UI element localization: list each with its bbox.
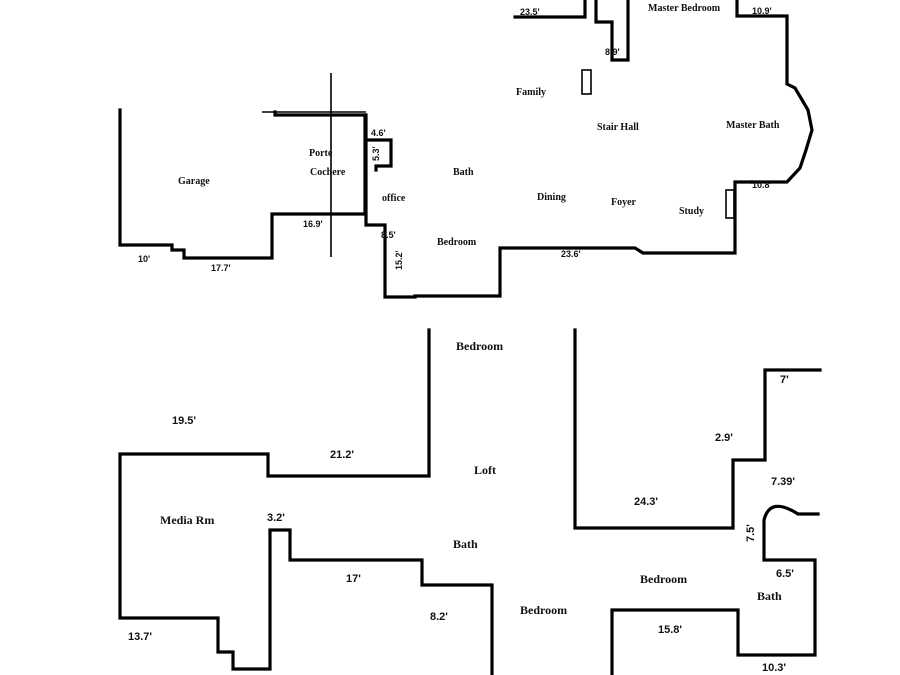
dim-label: 21.2': [330, 449, 354, 461]
master-bedroom-wall: [735, 0, 814, 184]
dim-label: 15.8': [658, 624, 682, 636]
dim-label: 4.6': [371, 128, 386, 138]
dim-label: 23.6': [561, 249, 581, 259]
dim-label: 2.9': [715, 432, 733, 444]
dim-label: 7.5': [745, 524, 757, 542]
dim-label: 10.3': [762, 662, 786, 674]
first-floor-labels: Garage Porte Cochere Bath office Bedroom…: [138, 3, 780, 273]
dim-label: 7.39': [771, 476, 795, 488]
bath-closet-wall: [364, 138, 393, 172]
dim-label: 19.5': [172, 415, 196, 427]
room-label-bedroom-top: Bedroom: [456, 339, 503, 353]
room-label-master-bath: Master Bath: [726, 120, 780, 131]
closet-notch-wall: [594, 0, 630, 62]
right-wing-wall: [573, 328, 822, 530]
dim-label: 5.3': [371, 146, 381, 161]
room-label-stair-hall: Stair Hall: [597, 122, 639, 133]
office-wall: [364, 113, 754, 299]
garage-wall: [118, 108, 367, 260]
room-label-family: Family: [516, 87, 546, 98]
dim-label: 23.5': [520, 7, 540, 17]
fireplace: [581, 69, 592, 95]
room-label-garage: Garage: [178, 176, 210, 187]
dim-label: 10.8': [752, 180, 772, 190]
first-floor-walls: [118, 0, 814, 299]
room-label-bath-mid: Bath: [453, 537, 478, 551]
room-label-foyer: Foyer: [611, 197, 637, 208]
room-label-cochere: Cochere: [310, 167, 346, 178]
room-label-bedroom-center: Bedroom: [520, 603, 567, 617]
dim-label: 17.7': [211, 263, 231, 273]
dim-label: 17': [346, 573, 361, 585]
bath-curved-wall: [610, 504, 820, 675]
dim-label: 13.7': [128, 631, 152, 643]
room-label-media-rm: Media Rm: [160, 513, 214, 527]
dim-label: 6.5': [776, 568, 794, 580]
family-top-wall: [513, 0, 587, 19]
room-label-bedroom-right: Bedroom: [640, 572, 687, 586]
room-label-dining: Dining: [537, 192, 566, 203]
room-label-loft: Loft: [474, 463, 496, 477]
second-floor-walls: [118, 328, 822, 675]
dim-label: 24.3': [634, 496, 658, 508]
room-label-bath: Bath: [453, 167, 474, 178]
study-closet: [725, 189, 735, 219]
second-floor-labels: Bedroom Loft Media Rm Bath Bedroom Bedro…: [128, 339, 795, 674]
dim-label: 8.5': [381, 230, 396, 240]
dim-label: 16.9': [303, 219, 323, 229]
dim-label: 3.2': [267, 512, 285, 524]
room-label-study: Study: [679, 206, 704, 217]
room-label-office: office: [382, 193, 406, 204]
dim-label: 8.9': [605, 47, 620, 57]
dim-label: 8.2': [430, 611, 448, 623]
room-label-bedroom: Bedroom: [437, 237, 477, 248]
dim-label: 10.9': [752, 6, 772, 16]
room-label-bath-right: Bath: [757, 589, 782, 603]
dim-label: 10': [138, 254, 150, 264]
room-label-porte: Porte: [309, 148, 333, 159]
room-label-master-bedroom: Master Bedroom: [648, 3, 721, 14]
dim-label: 15.2': [394, 250, 404, 270]
loft-media-wall: [118, 328, 494, 675]
dim-label: 7': [780, 374, 789, 386]
